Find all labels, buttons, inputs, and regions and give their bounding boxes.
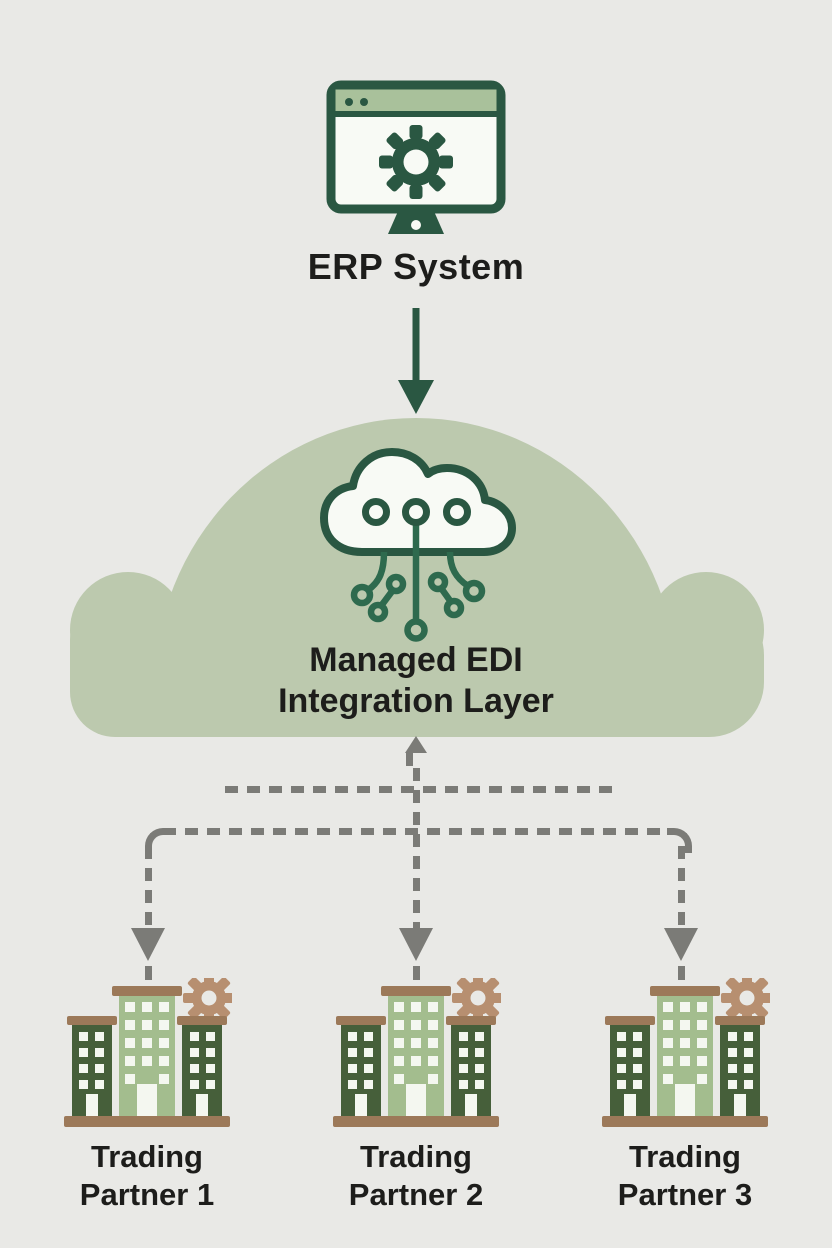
partner-2-label-line1: Trading xyxy=(360,1139,472,1174)
office-building-gear-icon xyxy=(62,978,232,1128)
dash-stub-partner-1 xyxy=(145,966,152,980)
trading-partner-1-node: Trading Partner 1 xyxy=(62,978,232,1212)
trading-partner-2-label: Trading Partner 2 xyxy=(306,1138,526,1214)
arrowhead-to-partner-3-icon xyxy=(664,928,698,961)
partner-3-label-line1: Trading xyxy=(629,1139,741,1174)
partners-to-cloud-arrow-shaft xyxy=(405,753,413,766)
arrowhead-to-partner-1-icon xyxy=(131,928,165,961)
integration-label-line1: Managed EDI xyxy=(309,641,523,679)
erp-monitor-gear-icon xyxy=(326,80,506,234)
partner-1-label-line2: Partner 1 xyxy=(79,1177,215,1212)
erp-gear-icon xyxy=(379,125,453,199)
dashed-line-left-vertical xyxy=(145,846,152,928)
partner-1-label-line1: Trading xyxy=(91,1139,203,1174)
erp-system-label: ERP System xyxy=(307,246,525,287)
trading-partner-1-label: Trading Partner 1 xyxy=(37,1138,257,1214)
browser-dot-icon xyxy=(345,98,353,106)
office-building-gear-icon xyxy=(331,978,501,1128)
dashed-line-upper-horizontal xyxy=(225,786,621,793)
office-building-gear-icon xyxy=(600,978,770,1128)
dashed-corner-right xyxy=(667,828,692,853)
dash-stub-partner-2 xyxy=(413,966,420,980)
arrowhead-to-partner-2-icon xyxy=(399,928,433,961)
erp-to-cloud-arrow-icon xyxy=(398,308,434,414)
trading-partner-2-node: Trading Partner 2 xyxy=(331,978,501,1212)
partner-3-label-line2: Partner 3 xyxy=(617,1177,753,1212)
cloud-circuit-icon xyxy=(320,448,516,642)
partner-2-label-line2: Partner 2 xyxy=(348,1177,484,1212)
browser-dot-icon xyxy=(360,98,368,106)
circuit-nodes xyxy=(350,571,486,642)
integration-layer-label: Managed EDI Integration Layer xyxy=(0,640,832,722)
dashed-line-lower-horizontal xyxy=(163,828,667,835)
dashed-line-center-vertical xyxy=(413,768,420,928)
dash-stub-partner-3 xyxy=(678,966,685,980)
trading-partner-3-label: Trading Partner 3 xyxy=(575,1138,795,1214)
dashed-line-right-vertical xyxy=(678,846,685,928)
integration-label-line2: Integration Layer xyxy=(278,682,554,720)
trading-partner-3-node: Trading Partner 3 xyxy=(600,978,770,1212)
dashed-corner-left xyxy=(145,828,170,853)
cloud-ports xyxy=(362,498,471,526)
partners-to-cloud-arrowhead-icon xyxy=(405,736,427,753)
